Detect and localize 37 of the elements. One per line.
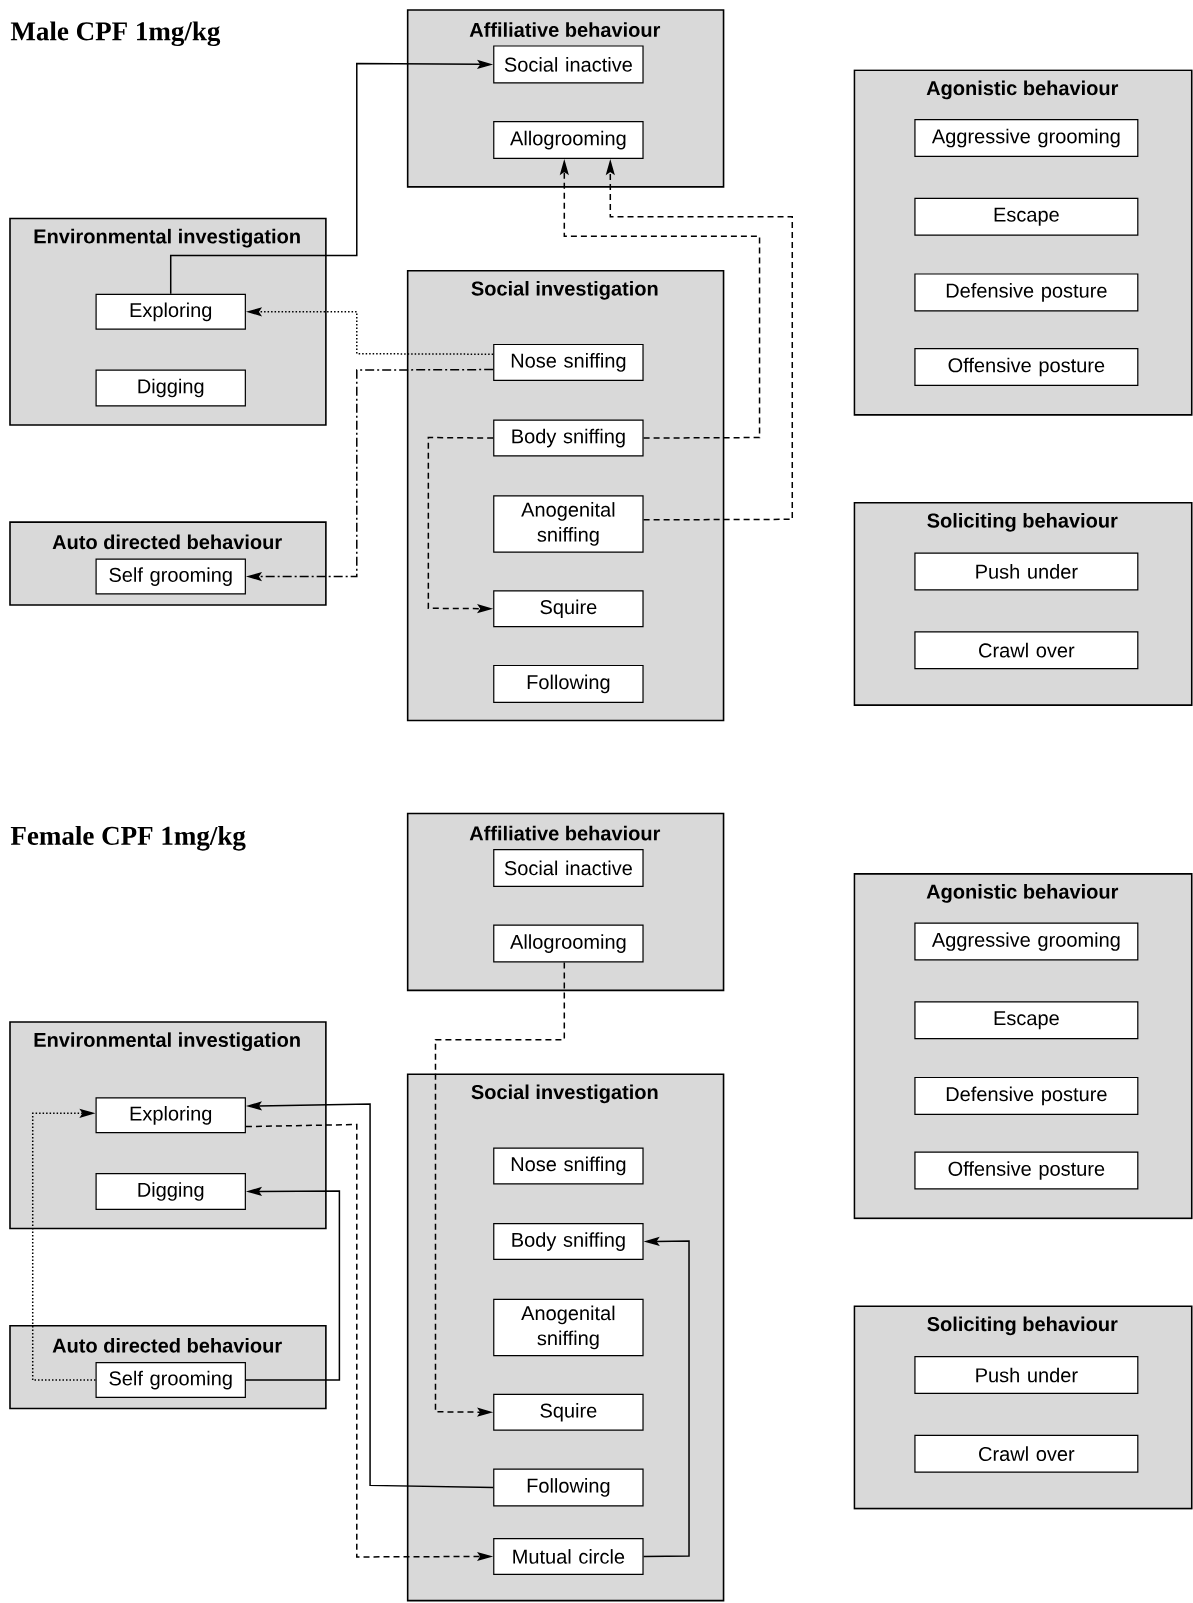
behaviour-box: Body sniffing bbox=[493, 1223, 644, 1261]
behaviour-box: Self grooming bbox=[95, 1362, 246, 1399]
behaviour-box: Allogrooming bbox=[493, 924, 644, 963]
behaviour-box: Escape bbox=[914, 1001, 1139, 1040]
behaviour-box: Social inactive bbox=[493, 848, 644, 887]
behaviour-box: Nose sniffing bbox=[493, 1147, 644, 1185]
behaviour-box: Nose sniffing bbox=[493, 343, 644, 381]
behaviour-box: Squire bbox=[493, 1393, 644, 1431]
panel-title: Male CPF 1mg/kg bbox=[10, 21, 221, 47]
behaviour-box: Defensive posture bbox=[914, 1076, 1139, 1115]
behaviour-box: Exploring bbox=[95, 1097, 246, 1134]
behaviour-box: Push under bbox=[914, 1356, 1139, 1394]
behaviour-box: Allogrooming bbox=[493, 121, 644, 160]
behaviour-box: Social inactive bbox=[493, 45, 644, 84]
behaviour-box: Digging bbox=[95, 1173, 246, 1210]
behaviour-box: Body sniffing bbox=[493, 419, 644, 457]
behaviour-box: Offensive posture bbox=[914, 348, 1139, 386]
behaviour-box: Following bbox=[493, 664, 644, 703]
behaviour-box: Aggressive grooming bbox=[914, 922, 1139, 961]
behaviour-box: Crawl over bbox=[914, 1434, 1139, 1473]
behaviour-box: Anogenital sniffing bbox=[493, 1298, 644, 1357]
behaviour-box: Following bbox=[493, 1468, 644, 1507]
behaviour-box: Mutual circle bbox=[493, 1537, 644, 1575]
arrow bbox=[31, 1108, 97, 1381]
behaviour-box: Defensive posture bbox=[914, 273, 1139, 312]
behaviour-box: Exploring bbox=[95, 293, 246, 330]
behaviour-box: Push under bbox=[914, 552, 1139, 591]
behaviour-box: Squire bbox=[493, 590, 644, 628]
behaviour-box: Crawl over bbox=[914, 631, 1139, 670]
arrow bbox=[434, 961, 566, 1417]
behaviour-box: Escape bbox=[914, 197, 1139, 236]
behaviour-box: Self grooming bbox=[95, 558, 246, 595]
panel-title: Female CPF 1mg/kg bbox=[10, 825, 246, 851]
behaviour-box: Anogenital sniffing bbox=[493, 495, 644, 553]
behaviour-box: Aggressive grooming bbox=[914, 119, 1139, 157]
behaviour-box: Offensive posture bbox=[914, 1151, 1139, 1190]
behaviour-box: Digging bbox=[95, 369, 246, 407]
